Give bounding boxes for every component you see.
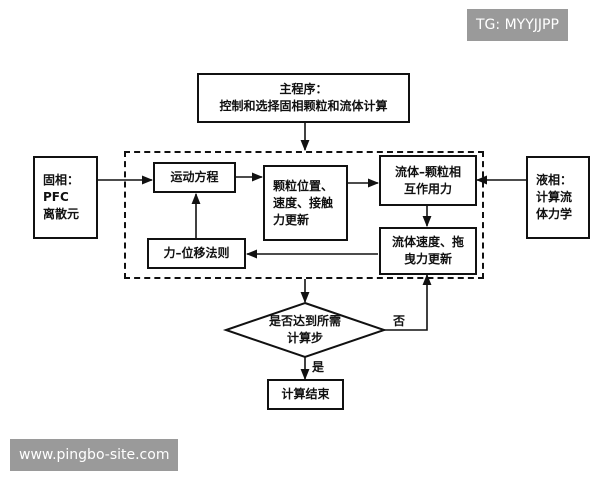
solid-phase-box: 固相： PFC 离散元 <box>33 156 98 239</box>
decision-label: 是否达到所需 计算步 <box>268 314 341 345</box>
watermark-top: TG: MYYJJPP <box>467 9 568 41</box>
arrow-decision-no-loop <box>383 273 432 331</box>
main-program-box: 主程序： 控制和选择固相颗粒和流体计算 <box>197 73 410 123</box>
decision-diamond <box>222 301 388 359</box>
edge-label-no: 否 <box>393 314 406 328</box>
coupled-computation-region <box>124 151 484 279</box>
watermark-bottom: www.pingbo-site.com <box>10 439 179 471</box>
fluid-velocity-update-box: 流体速度、拖 曳力更新 <box>379 227 477 275</box>
end-box: 计算结束 <box>267 379 344 410</box>
edge-label-yes: 是 <box>312 360 325 374</box>
fluid-particle-interaction-box: 流体–颗粒相 互作用力 <box>379 155 477 206</box>
liquid-phase-box: 液相： 计算流 体力学 <box>526 156 590 239</box>
motion-equation-box: 运动方程 <box>153 162 236 193</box>
force-displacement-law-box: 力–位移法则 <box>147 238 246 269</box>
particle-update-box: 颗粒位置、 速度、接触 力更新 <box>263 165 348 241</box>
